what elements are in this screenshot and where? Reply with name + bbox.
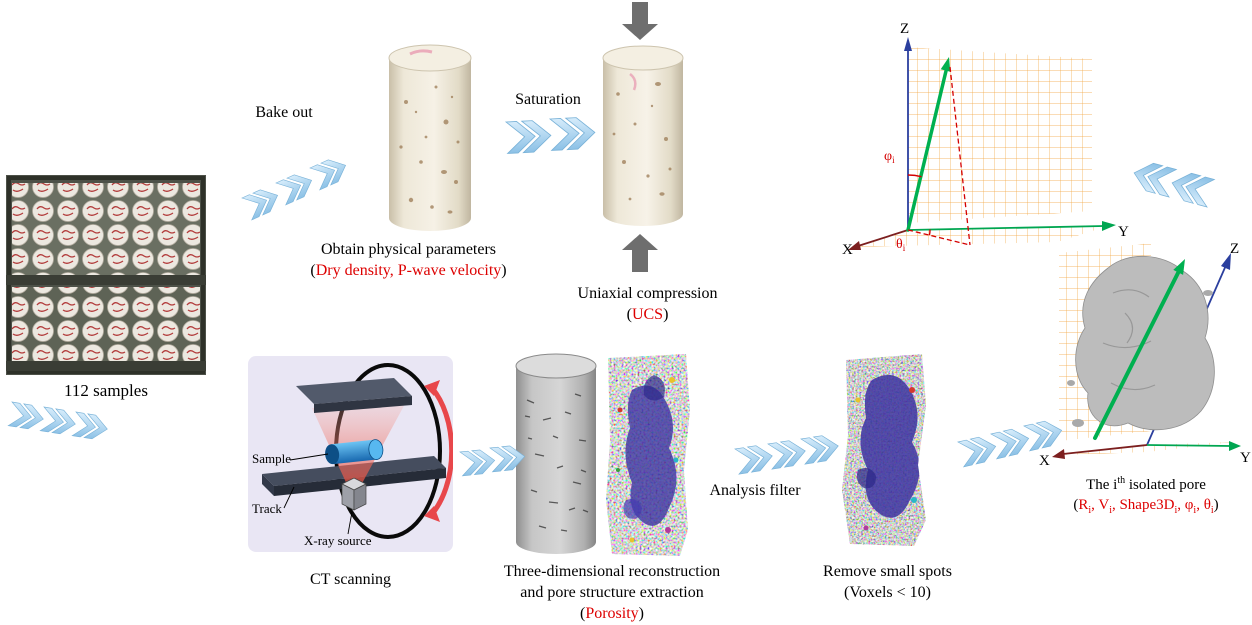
- arrow-to-isolated-pore-icon: [957, 417, 1065, 468]
- compression-arrow-up-icon: [622, 234, 658, 272]
- filtered-pore-structure-image: [838, 350, 930, 550]
- pore-structure-extraction-image: [602, 350, 692, 560]
- rock-cylinder-dry: [386, 42, 474, 234]
- arrow-ct-to-reconstruction-icon: [459, 444, 527, 477]
- xray-source-annotation: X-ray source: [304, 533, 372, 548]
- rock-cylinder-saturated: [600, 44, 685, 230]
- xray-source-cube: [341, 477, 367, 511]
- uniaxial-compression-caption: Uniaxial compression (UCS): [577, 285, 718, 323]
- samples-photo: [6, 175, 206, 375]
- pore-vector-arrow: [1093, 259, 1185, 440]
- sample-cylinder: [325, 439, 384, 465]
- z-axis-label: Z: [900, 21, 909, 37]
- y-axis-label: Y: [1240, 450, 1251, 466]
- theta-angle-label: θi: [896, 237, 906, 253]
- bake-out-label: Bake out: [255, 104, 313, 121]
- compression-arrow-down-icon: [622, 2, 658, 40]
- isolated-pore-caption: The ith isolated pore (Ri, Vi, Shape3Di,…: [1040, 474, 1252, 517]
- ct-scanner-illustration: Sample Track X-ray source: [248, 356, 453, 552]
- arrow-saturation-icon: [505, 116, 597, 154]
- track-annotation: Track: [252, 501, 282, 516]
- pore-vector-arrow: [906, 57, 951, 232]
- isolated-pore-3d-view: Z Y X: [1033, 233, 1252, 473]
- arrow-analysis-filter-icon: [734, 432, 841, 475]
- saturation-label: Saturation: [515, 91, 581, 108]
- arrow-samples-to-ct-icon: [7, 401, 110, 442]
- samples-count-label: 112 samples: [64, 381, 148, 400]
- rotation-arrow-icon: [424, 380, 453, 522]
- x-axis-label: X: [842, 242, 853, 258]
- analysis-filter-label: Analysis filter: [709, 482, 801, 499]
- cylinder-speckles: [524, 393, 589, 532]
- obtain-parameters-caption: Obtain physical parameters (Dry density,…: [310, 241, 507, 279]
- z-axis: [904, 37, 912, 230]
- z-axis-label: Z: [1230, 241, 1239, 257]
- leader-lines: [283, 453, 353, 535]
- detector-panel: [296, 378, 412, 413]
- x-axis-label: X: [1039, 453, 1050, 469]
- remove-small-spots-caption: Remove small spots (Voxels < 10): [823, 563, 952, 601]
- projection-dashed-lines: [907, 66, 971, 246]
- x-axis: [848, 229, 909, 250]
- arrow-pore-to-coordinates-icon: [1129, 158, 1215, 208]
- y-axis-label: Y: [1118, 224, 1129, 240]
- x-axis: [1052, 444, 1148, 459]
- arrow-bake-out-icon: [241, 153, 351, 221]
- y-axis: [907, 221, 1116, 231]
- isolated-pore-title: The ith isolated pore: [1086, 475, 1206, 493]
- grid-plane-vertical: [908, 47, 1092, 223]
- isolated-pore-params: (Ri, Vi, Shape3Di, φi, θi): [1073, 496, 1219, 516]
- phi-angle-label: φi: [884, 149, 895, 165]
- spherical-coordinate-diagram: Z Y X φi θi: [840, 15, 1150, 260]
- ct-scanning-caption: CT scanning: [309, 571, 392, 588]
- sample-annotation: Sample: [252, 451, 291, 466]
- y-axis: [1146, 441, 1241, 451]
- reconstruction-caption: Three-dimensional reconstruction and por…: [503, 563, 721, 622]
- reconstructed-cylinder: [513, 350, 599, 560]
